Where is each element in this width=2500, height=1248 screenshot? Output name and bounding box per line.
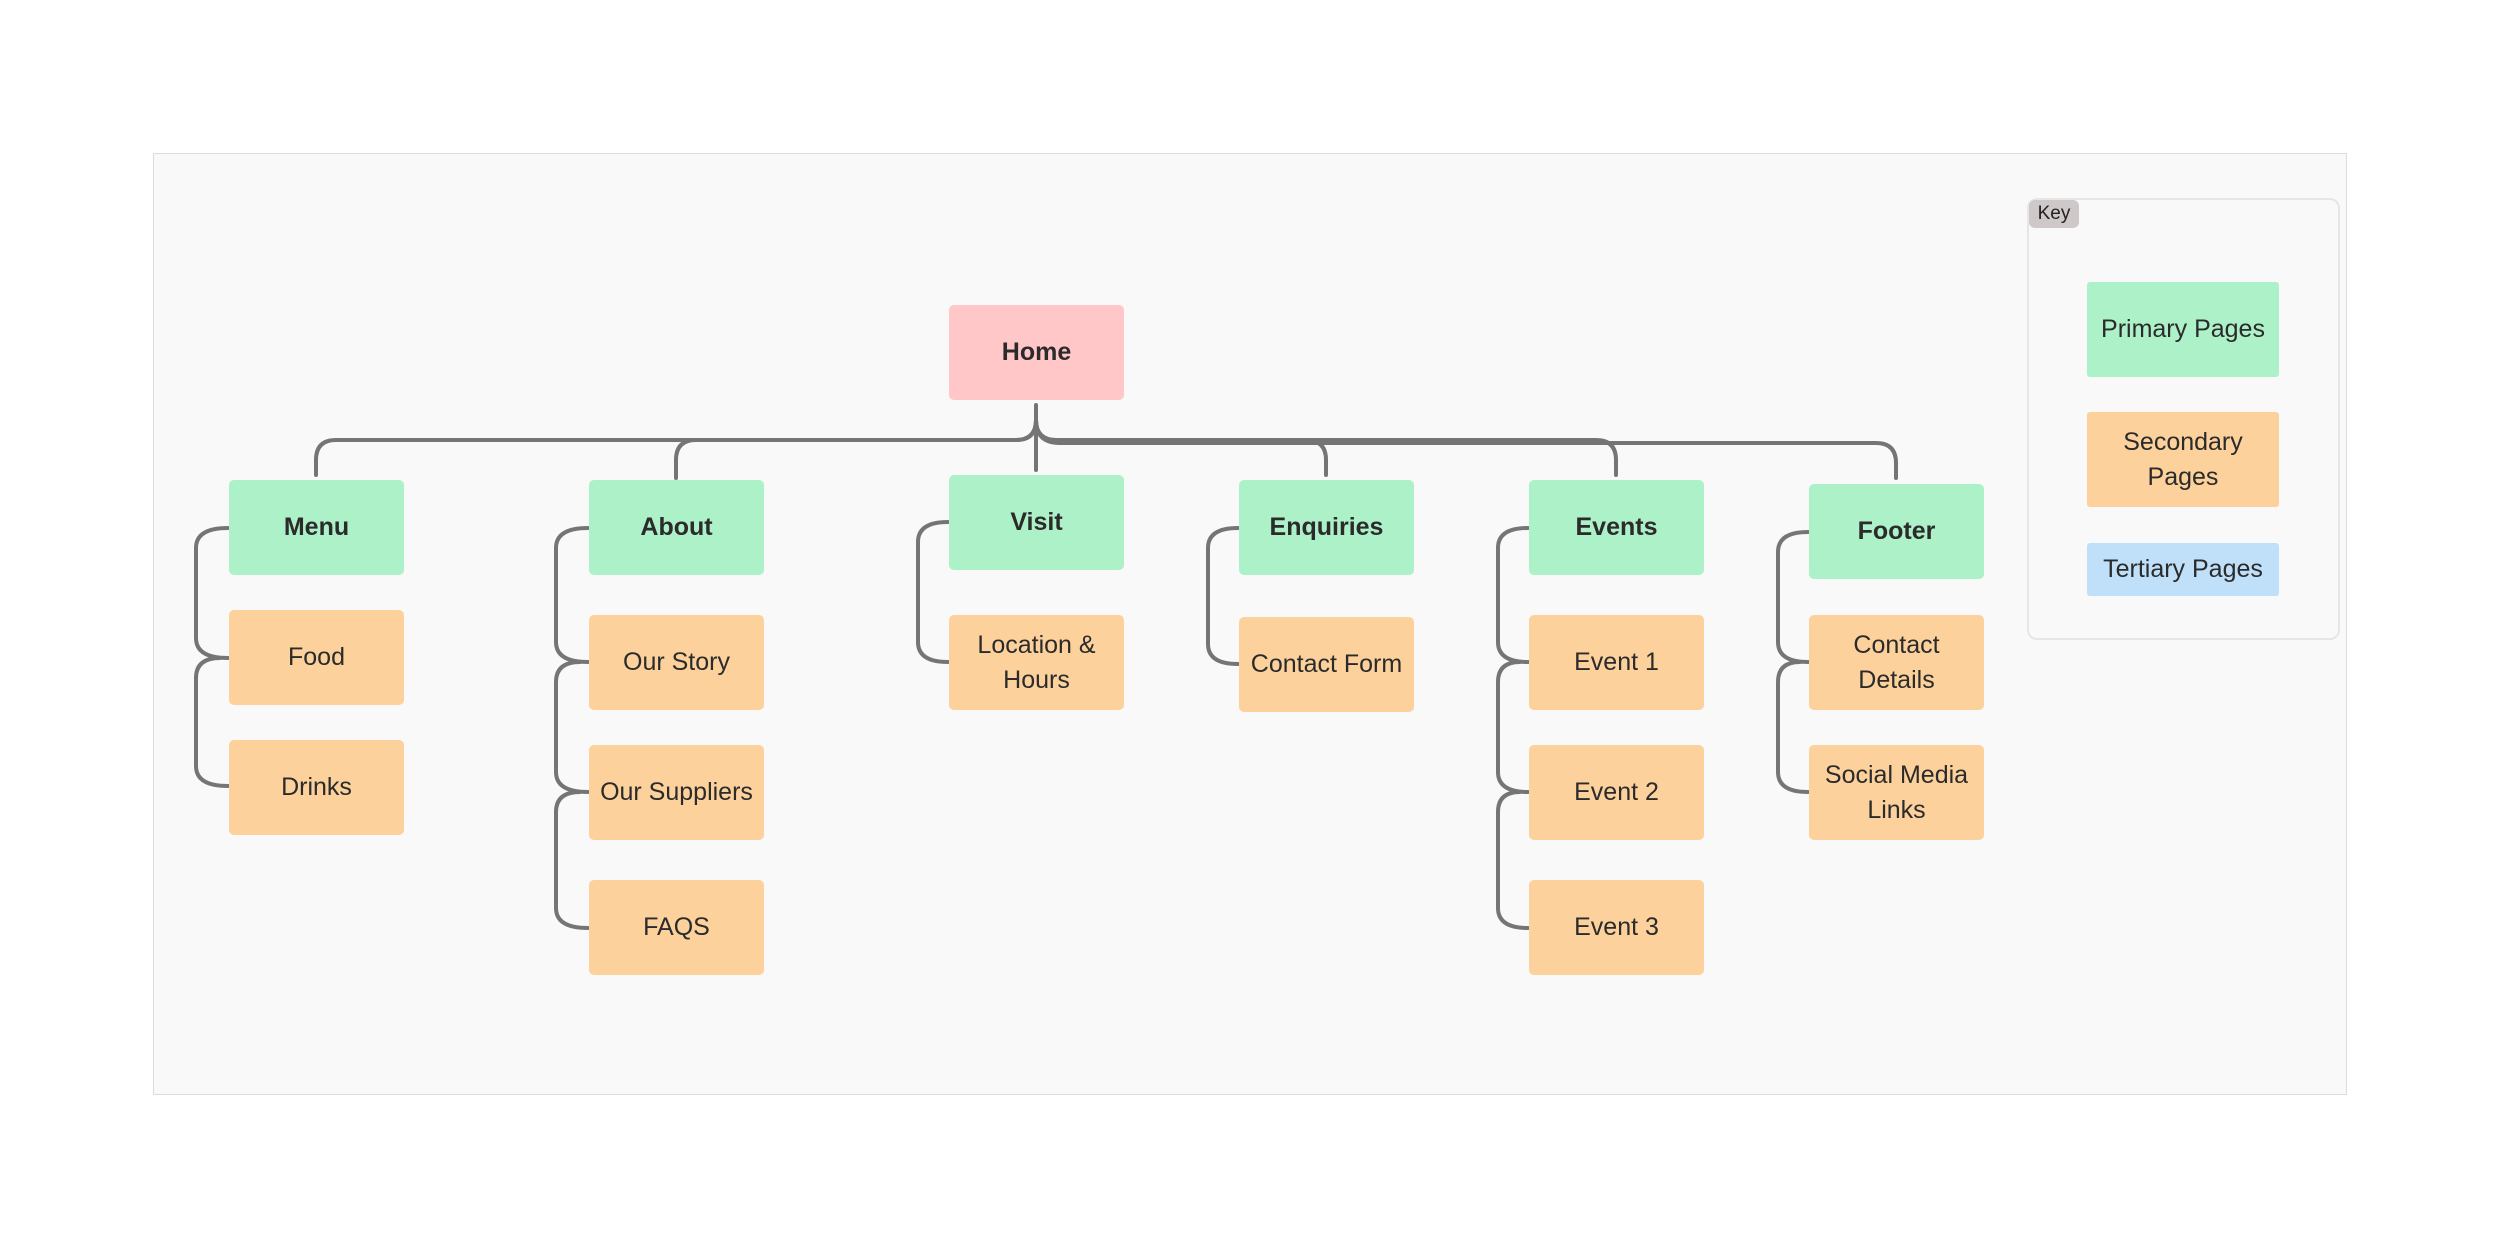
legend-secondary-pages: Secondary Pages [2087, 412, 2279, 507]
node-visit-label: Visit [1010, 508, 1063, 536]
node-footer[interactable]: Footer [1809, 484, 1984, 579]
legend-title: Key [2029, 200, 2079, 228]
node-enquiries-label: Enquiries [1269, 513, 1384, 541]
node-home[interactable]: Home [949, 305, 1124, 400]
node-food[interactable]: Food [229, 610, 404, 705]
node-events[interactable]: Events [1529, 480, 1704, 575]
legend-secondary-label: Secondary Pages [2123, 427, 2243, 491]
node-contact-details-label: Contact Details [1853, 630, 1940, 694]
node-event-2-label: Event 2 [1574, 778, 1659, 806]
node-drinks-label: Drinks [281, 773, 352, 801]
node-events-label: Events [1575, 513, 1658, 541]
node-social-media-links-label: Social Media Links [1824, 760, 1969, 824]
node-menu[interactable]: Menu [229, 480, 404, 575]
node-event-3-label: Event 3 [1574, 913, 1659, 941]
node-about-label: About [640, 513, 713, 541]
node-enquiries[interactable]: Enquiries [1239, 480, 1414, 575]
node-our-story-label: Our Story [623, 648, 730, 676]
node-event-3[interactable]: Event 3 [1529, 880, 1704, 975]
node-our-suppliers[interactable]: Our Suppliers [589, 745, 764, 840]
node-our-suppliers-label: Our Suppliers [600, 778, 753, 806]
node-food-label: Food [288, 643, 345, 671]
node-event-1-label: Event 1 [1574, 648, 1659, 676]
node-home-label: Home [1001, 338, 1072, 366]
node-contact-form-label: Contact Form [1250, 650, 1403, 678]
node-footer-label: Footer [1857, 517, 1936, 545]
node-our-story[interactable]: Our Story [589, 615, 764, 710]
legend-tertiary-label: Tertiary Pages [2103, 555, 2263, 583]
node-contact-details[interactable]: Contact Details [1809, 615, 1984, 710]
node-event-1[interactable]: Event 1 [1529, 615, 1704, 710]
node-drinks[interactable]: Drinks [229, 740, 404, 835]
node-social-media-links[interactable]: Social Media Links [1809, 745, 1984, 840]
legend-tertiary-pages: Tertiary Pages [2087, 543, 2279, 596]
node-visit[interactable]: Visit [949, 475, 1124, 570]
node-menu-label: Menu [283, 513, 350, 541]
node-about[interactable]: About [589, 480, 764, 575]
node-faqs-label: FAQS [643, 913, 710, 941]
node-location-hours[interactable]: Location & Hours [949, 615, 1124, 710]
legend-primary-label: Primary Pages [2101, 315, 2265, 343]
node-faqs[interactable]: FAQS [589, 880, 764, 975]
node-contact-form[interactable]: Contact Form [1239, 617, 1414, 712]
node-location-hours-label: Location & Hours [977, 630, 1096, 694]
legend-primary-pages: Primary Pages [2087, 282, 2279, 377]
node-event-2[interactable]: Event 2 [1529, 745, 1704, 840]
